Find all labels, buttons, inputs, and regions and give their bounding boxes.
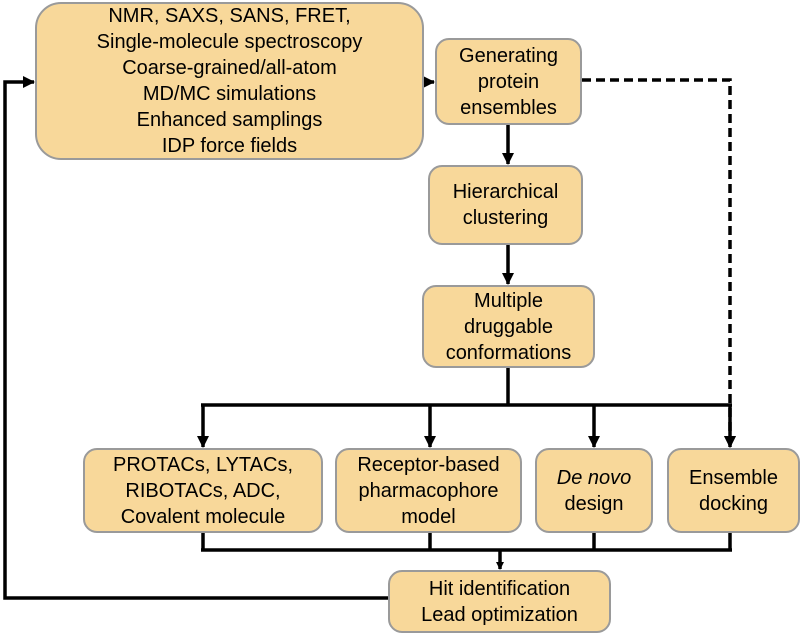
conformations-line: Multiple: [474, 289, 543, 312]
pharmacophore-line: Receptor-based: [357, 453, 500, 476]
methods-line: Single-molecule spectroscopy: [96, 31, 363, 53]
protacs-line: PROTACs, LYTACs,: [112, 453, 294, 476]
protacs-line: RIBOTACs, ADC,: [125, 479, 281, 502]
methods-box: NMR, SAXS, SANS, FRET, Single-molecule s…: [35, 2, 424, 160]
clustering-line: clustering: [462, 207, 549, 229]
pharmacophore-box: Receptor-based pharmacophore model: [335, 448, 522, 533]
conformations-line: conformations: [445, 341, 572, 364]
hit-line: Hit identification: [428, 577, 571, 600]
pharmacophore-line: pharmacophore: [358, 479, 499, 502]
feedback-arrow: [3, 76, 388, 600]
generating-line: ensembles: [460, 96, 557, 119]
methods-line: Enhanced samplings: [136, 109, 323, 131]
denovo-line: De novo: [556, 466, 632, 489]
clustering-box: Hierarchical clustering: [428, 165, 583, 245]
dashed-arrow-generating-to-docking: [582, 78, 736, 448]
denovo-line: design: [564, 492, 624, 515]
docking-line: Ensemble: [689, 466, 778, 489]
methods-line: NMR, SAXS, SANS, FRET,: [108, 5, 351, 27]
clustering-line: Hierarchical: [452, 181, 559, 203]
conformations-box: Multiple druggable conformations: [422, 285, 595, 368]
methods-line: IDP force fields: [161, 135, 298, 157]
generating-line: protein: [477, 70, 540, 93]
methods-line: MD/MC simulations: [142, 83, 317, 105]
methods-line: Coarse-grained/all-atom: [122, 57, 337, 79]
docking-line: docking: [699, 492, 768, 515]
hit-line: Lead optimization: [421, 603, 578, 626]
protacs-box: PROTACs, LYTACs, RIBOTACs, ADC, Covalent…: [83, 448, 323, 533]
generating-line: Generating: [459, 44, 558, 67]
generating-box: Generating protein ensembles: [435, 38, 582, 125]
conformations-line: druggable: [464, 315, 553, 338]
protacs-line: Covalent molecule: [120, 505, 286, 528]
denovo-box: De novo design: [535, 448, 653, 533]
hit-box: Hit identification Lead optimization: [388, 570, 611, 633]
pharmacophore-line: model: [401, 505, 456, 528]
docking-box: Ensemble docking: [667, 448, 800, 533]
